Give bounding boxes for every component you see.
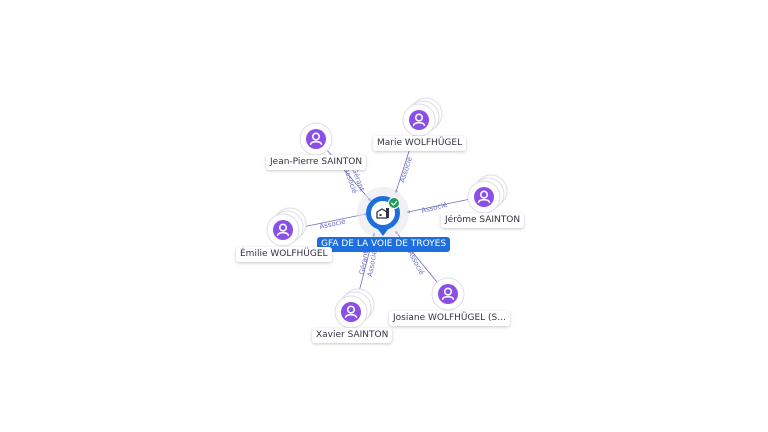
edge-jean-pierre bbox=[319, 141, 372, 202]
edge-label-josiane: Associé bbox=[406, 249, 425, 276]
company-pin-tip bbox=[377, 228, 389, 236]
person-node-josiane[interactable] bbox=[431, 277, 465, 311]
person-label-josiane[interactable]: Josiane WOLFHÜGEL (S... bbox=[389, 311, 510, 326]
person-node-marie[interactable] bbox=[402, 97, 443, 137]
person-label-jerome[interactable]: Jérôme SAINTON bbox=[441, 213, 525, 228]
edge-label-marie: Associé bbox=[398, 156, 414, 184]
person-icon bbox=[409, 110, 429, 130]
person-label-xavier[interactable]: Xavier SAINTON bbox=[312, 328, 393, 343]
check-badge-icon bbox=[388, 197, 400, 209]
company-label[interactable]: GFA DE LA VOIE DE TROYES bbox=[317, 237, 451, 252]
edge-label-emilie: Associé bbox=[319, 218, 347, 231]
person-icon bbox=[273, 220, 293, 240]
person-icon bbox=[341, 302, 361, 322]
person-node-emilie[interactable] bbox=[266, 207, 307, 247]
person-node-xavier[interactable] bbox=[334, 288, 375, 329]
person-label-jean-pierre[interactable]: Jean-Pierre SAINTON bbox=[266, 155, 367, 170]
person-node-jerome[interactable] bbox=[467, 174, 508, 214]
person-icon bbox=[438, 284, 458, 304]
person-label-emilie[interactable]: Émilie WOLFHÜGEL bbox=[236, 247, 332, 262]
person-icon bbox=[474, 187, 494, 207]
company-node[interactable] bbox=[357, 187, 409, 239]
person-icon bbox=[306, 129, 326, 149]
building-icon bbox=[376, 208, 389, 219]
company-pin-inner bbox=[371, 201, 395, 225]
person-node-jean-pierre[interactable] bbox=[299, 122, 333, 156]
person-label-marie[interactable]: Marie WOLFHÜGEL bbox=[373, 136, 467, 151]
